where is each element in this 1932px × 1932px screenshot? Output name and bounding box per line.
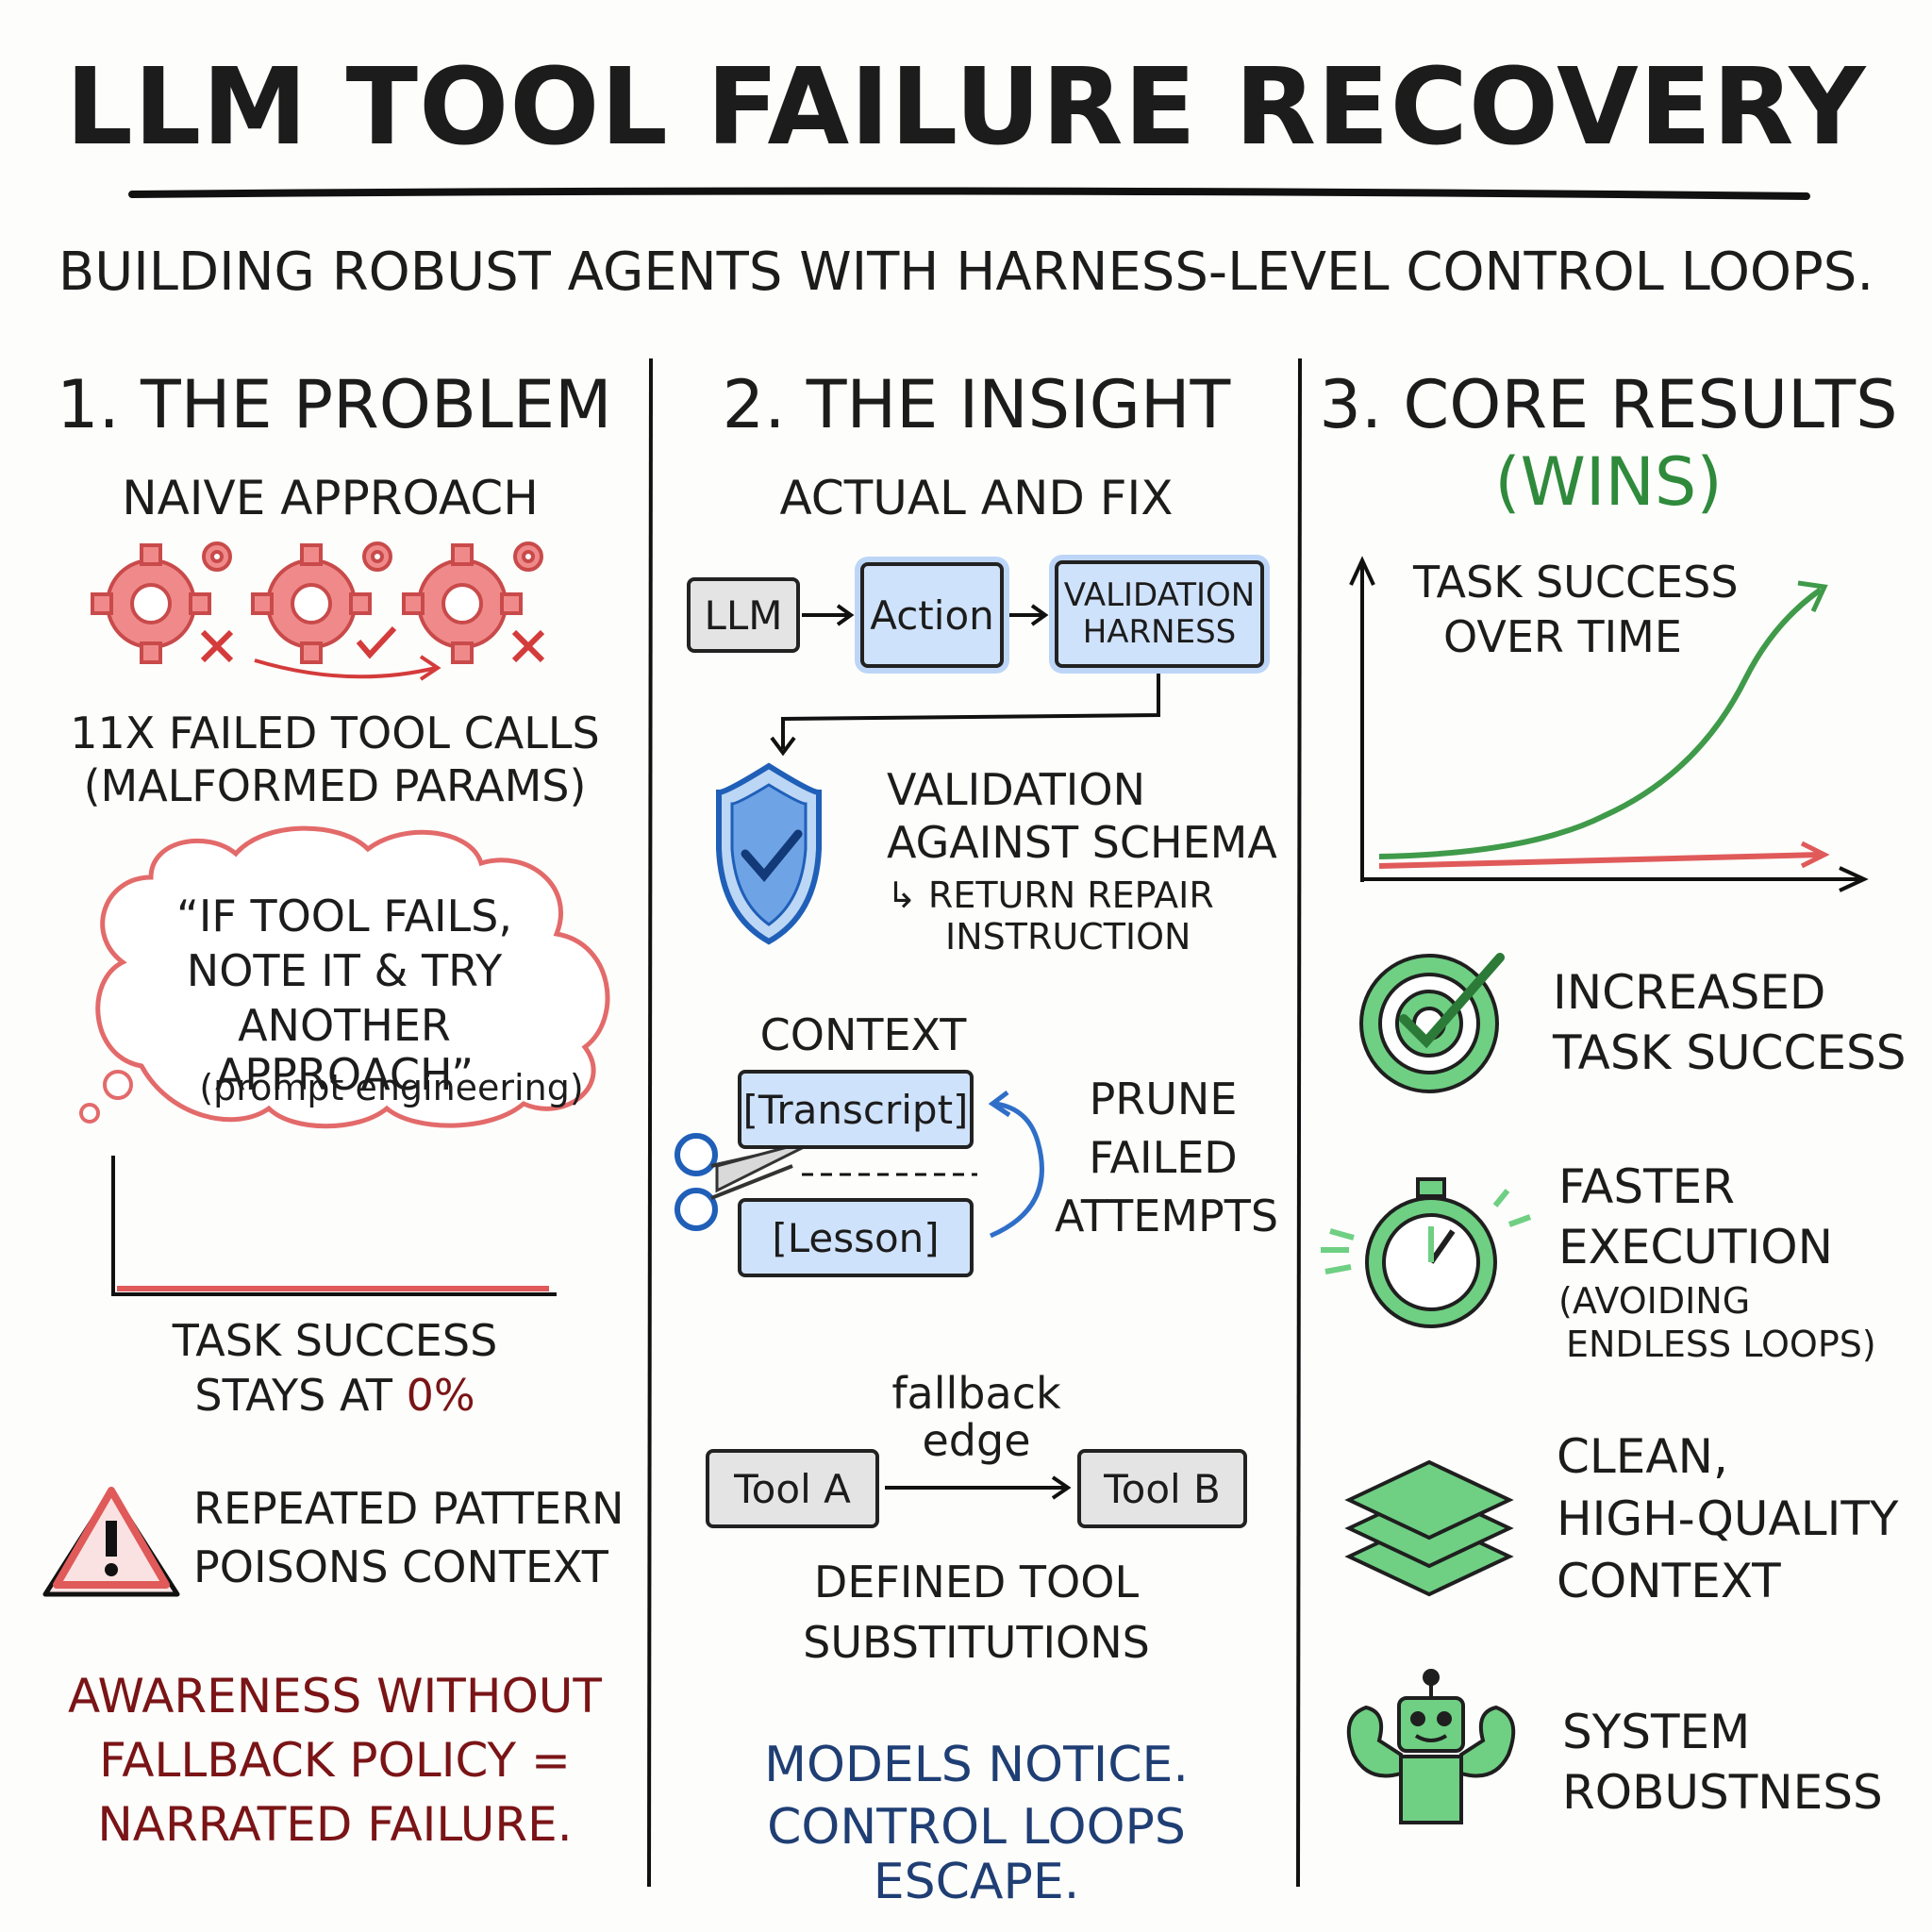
context-label: CONTEXT — [759, 1009, 967, 1060]
chart-title-line1: TASK SUCCESS — [1413, 557, 1739, 608]
flat-chart-axis — [111, 1156, 557, 1296]
flow-llm-box: LLM — [687, 577, 800, 653]
warning-line2: POISONS CONTEXT — [193, 1541, 608, 1592]
problem-subheading: NAIVE APPROACH — [122, 471, 539, 525]
failed-calls-line1: 11X FAILED TOOL CALLS — [70, 708, 600, 758]
scissors-icon — [675, 1133, 824, 1231]
transcript-box: [Transcript] — [738, 1070, 974, 1149]
results-heading: 3. CORE RESULTS — [1319, 366, 1898, 443]
problem-conclusion-line2: FALLBACK POLICY = — [99, 1733, 571, 1788]
stopwatch-icon — [1321, 1177, 1532, 1328]
defined-line1: DEFINED TOOL — [813, 1557, 1140, 1607]
success-value: 0% — [406, 1370, 475, 1421]
prune-line3: ATTEMPTS — [1055, 1191, 1279, 1241]
win3-line2: HIGH-QUALITY — [1557, 1491, 1899, 1546]
results-subheading: (WINS) — [1494, 443, 1723, 521]
thought-line2: NOTE IT & TRY — [186, 945, 503, 996]
layers-icon — [1344, 1459, 1514, 1597]
growth-chart-line-red — [1378, 852, 1822, 869]
target-check-icon — [1359, 953, 1505, 1093]
win1-line1: INCREASED — [1553, 965, 1826, 1020]
column-divider-2 — [1296, 358, 1302, 1888]
prune-arrow — [990, 1101, 1044, 1239]
flow-action-box: Action — [860, 562, 1004, 668]
warning-line1: REPEATED PATTERN — [193, 1483, 625, 1534]
win4-line2: ROBUSTNESS — [1562, 1765, 1883, 1820]
validation-line1: VALIDATION — [887, 764, 1145, 815]
win2-line4: ENDLESS LOOPS) — [1566, 1324, 1876, 1365]
shield-check-icon — [716, 762, 822, 945]
gear-fail-icon — [402, 541, 545, 664]
validation-line3: ↳ RETURN REPAIR — [887, 874, 1214, 916]
win2-line1: FASTER — [1558, 1159, 1735, 1214]
gear-check-icon — [251, 541, 397, 664]
success-prefix: STAYS AT — [194, 1370, 407, 1421]
insight-heading: 2. THE INSIGHT — [722, 366, 1231, 443]
chart-title-line2: OVER TIME — [1443, 611, 1682, 662]
lesson-box: [Lesson] — [738, 1198, 974, 1277]
success-line2: STAYS AT 0% — [57, 1370, 613, 1421]
failed-calls-line2: (MALFORMED PARAMS) — [83, 760, 587, 811]
win2-line2: EXECUTION — [1558, 1220, 1833, 1274]
problem-heading: 1. THE PROBLEM — [57, 366, 612, 443]
title-underline — [128, 187, 1810, 200]
win3-line3: CONTEXT — [1557, 1554, 1781, 1608]
validation-line2: AGAINST SCHEMA — [887, 817, 1277, 868]
growth-chart-axis — [1349, 556, 1869, 892]
retry-arrow — [254, 658, 437, 679]
tool-b-box: Tool B — [1077, 1449, 1247, 1528]
fallback-line2: edge — [922, 1415, 1031, 1466]
feedback-arrow — [781, 672, 1160, 749]
flow-harness-box: VALIDATION HARNESS — [1055, 560, 1264, 668]
prune-line1: PRUNE — [1089, 1074, 1238, 1124]
growth-chart-line-green — [1378, 587, 1823, 859]
success-line1: TASK SUCCESS — [172, 1315, 498, 1366]
win1-line2: TASK SUCCESS — [1553, 1025, 1907, 1080]
thought-cloud — [95, 825, 610, 1129]
thought-bubble-dot — [79, 1103, 100, 1124]
column-divider-1 — [647, 358, 653, 1888]
insight-subheading: ACTUAL AND FIX — [779, 471, 1174, 525]
gear-fail-icon — [91, 541, 234, 664]
warning-icon — [42, 1487, 180, 1597]
thought-line1: “IF TOOL FAILS, — [176, 891, 512, 941]
flow-harness-line2: HARNESS — [1082, 613, 1237, 651]
page-title: LLM TOOL FAILURE RECOVERY — [65, 46, 1867, 169]
page-subtitle: BUILDING ROBUST AGENTS WITH HARNESS-LEVE… — [58, 242, 1874, 303]
defined-line2: SUBSTITUTIONS — [803, 1617, 1150, 1668]
insight-conclusion-line1: MODELS NOTICE. — [764, 1737, 1189, 1793]
fallback-line1: fallback — [891, 1368, 1061, 1419]
validation-line4: INSTRUCTION — [945, 916, 1191, 958]
insight-conclusion-line2: CONTROL LOOPS ESCAPE. — [767, 1799, 1186, 1911]
tool-a-box: Tool A — [706, 1449, 879, 1528]
win4-line1: SYSTEM — [1562, 1705, 1751, 1759]
prune-line2: FAILED — [1089, 1132, 1238, 1183]
win3-line1: CLEAN, — [1557, 1429, 1728, 1484]
robot-icon — [1346, 1669, 1516, 1824]
problem-conclusion-line3: NARRATED FAILURE. — [97, 1797, 573, 1852]
flow-harness-line1: VALIDATION — [1063, 575, 1256, 614]
win2-line3: (AVOIDING — [1558, 1280, 1751, 1322]
thought-bubble-dot — [103, 1070, 133, 1100]
thought-note: (prompt engineering) — [199, 1067, 584, 1108]
problem-conclusion-line1: AWARENESS WITHOUT — [68, 1669, 602, 1724]
thought-line3: ANOTHER APPROACH” — [214, 1000, 475, 1100]
